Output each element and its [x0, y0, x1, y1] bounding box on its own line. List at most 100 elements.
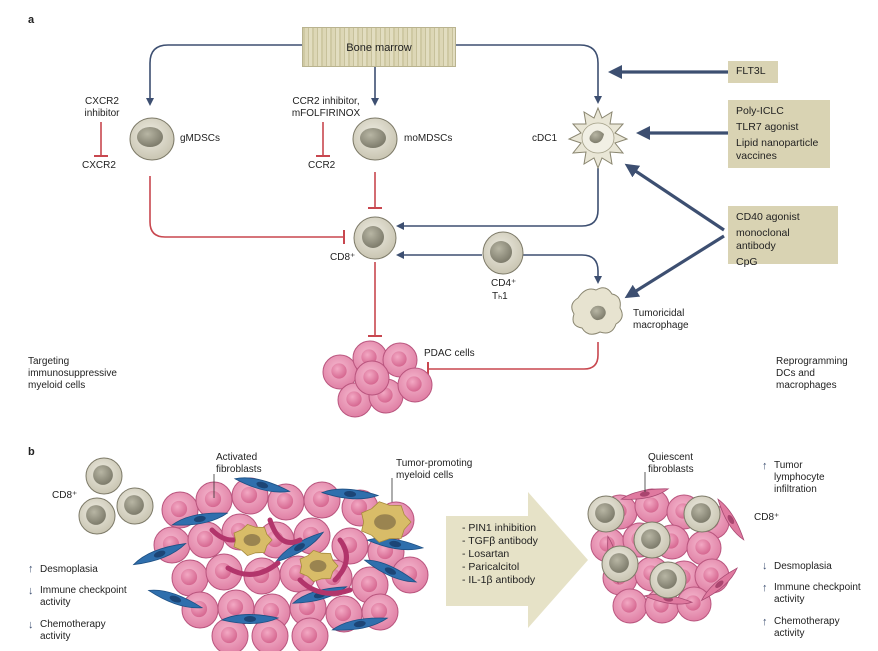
tumoricidal-macrophage-cell — [571, 287, 623, 335]
tumor-cell — [391, 556, 429, 594]
pdac-cell — [354, 360, 390, 396]
up-arrow-icon: ↑ — [762, 616, 768, 628]
cd8-t-cell — [633, 521, 671, 559]
cd8-t-cell — [78, 497, 116, 535]
panel-b-label: b — [28, 446, 35, 458]
left-caption: Targeting immunosuppressive myeloid cell… — [28, 356, 117, 391]
quiescent-fibroblast — [620, 488, 670, 500]
tlr7-agonist-label: TLR7 agonist — [736, 121, 799, 133]
cd40-agonist-box: CD40 agonist monoclonal antibody CpG — [728, 206, 838, 268]
left-indicator-chemotherapy: ↓Chemotherapy activity — [28, 619, 106, 642]
cpg-label: CpG — [736, 256, 758, 268]
monoclonal-antibody-label: monoclonal antibody — [736, 227, 790, 252]
tumor-promoting-myeloid-cell — [299, 549, 339, 583]
treatment-arrow — [446, 492, 588, 628]
activated-fibroblast — [363, 559, 418, 583]
activated-fibroblast — [274, 531, 325, 563]
pdac-label: PDAC cells — [424, 348, 475, 359]
pdac-cell — [382, 342, 418, 378]
cd4-label: CD4⁺ — [491, 278, 517, 289]
activated-fibroblast — [331, 617, 389, 631]
bone-marrow-box: Bone marrow — [302, 27, 456, 67]
treatment-list: - PIN1 inhibition - TGFβ antibody - Losa… — [462, 522, 538, 587]
inhibit-gmdsc-to-cd8 — [149, 176, 345, 244]
right-indicator-desmoplasia: ↓Desmoplasia — [762, 560, 832, 572]
left-indicator-desmoplasia: ↑Desmoplasia — [28, 563, 98, 575]
activation-arrows — [146, 44, 602, 284]
arrow-cd4-to-macrophage — [522, 254, 602, 284]
tumor-cell — [676, 586, 712, 622]
arrow-cd40-to-cdc1 — [624, 163, 725, 232]
down-arrow-icon: ↓ — [28, 585, 34, 597]
quiescent-tumor — [587, 488, 745, 624]
treatment-losartan: - Losartan — [462, 548, 510, 560]
up-arrow-icon: ↑ — [762, 460, 768, 472]
right-indicator-infiltration: ↑Tumor lymphocyte infiltration — [762, 460, 825, 495]
tumor-promoting-myeloid-cell — [361, 501, 412, 543]
quiescent-fibroblast — [700, 567, 738, 602]
activated-fibroblasts-label: Activated fibroblasts — [216, 452, 262, 475]
arrow-cd40-to-macrophage — [624, 234, 725, 299]
stroma-fiber — [267, 517, 303, 545]
tumor-cell — [257, 521, 295, 559]
tumor-cell — [181, 591, 219, 629]
flt3l-label: FLT3L — [736, 65, 766, 77]
gmdsc-label: gMDSCs — [180, 133, 221, 144]
activated-fibroblast — [233, 477, 291, 493]
cxcr2-label: CXCR2 — [82, 160, 116, 171]
momdsc-label: moMDSCs — [404, 133, 453, 144]
cd8-t-cell — [85, 457, 123, 495]
cd8-t-cell — [587, 495, 625, 533]
gmdsc-cell — [129, 117, 175, 161]
activated-fibroblast — [132, 542, 187, 566]
cd4-cell — [482, 231, 524, 275]
cd8-t-cell — [649, 561, 687, 599]
down-arrow-icon: ↓ — [762, 560, 768, 572]
callout-lines — [213, 472, 646, 502]
panel-a-label: a — [28, 14, 35, 26]
tumor-cell — [195, 481, 233, 519]
tumor-cell — [612, 588, 648, 624]
cd8-label: CD8⁺ — [330, 252, 356, 263]
tumor-promoting-label: Tumor-promoting myeloid cells — [396, 458, 473, 481]
cd8-right-label: CD8⁺ — [754, 512, 780, 523]
tumor-cell — [187, 521, 225, 559]
momdsc-cell — [352, 117, 398, 161]
inhibition-lines — [94, 122, 599, 376]
pdac-cell-cluster — [322, 340, 433, 418]
ccr2-inhibitor-label: CCR2 inhibitor, mFOLFIRINOX — [291, 96, 361, 119]
tumoricidal-macrophage-label: Tumoricidal macrophage — [633, 308, 689, 331]
tumor-cell — [331, 527, 369, 565]
lipid-nanoparticle-label: Lipid nanoparticle vaccines — [736, 137, 819, 162]
cd8-cell — [353, 216, 397, 260]
stroma-fiber — [332, 537, 349, 583]
th1-label: Tₕ1 — [492, 291, 508, 302]
dc-agonist-box: Poly-ICLC TLR7 agonist Lipid nanoparticl… — [728, 100, 830, 168]
tumor-cell — [211, 617, 249, 651]
up-arrow-icon: ↑ — [762, 582, 768, 594]
arrow-bm-to-gmdsc — [146, 44, 302, 106]
activated-fibroblast — [147, 589, 204, 609]
arrow-bm-to-cdc1 — [456, 44, 602, 104]
tumor-cell — [171, 559, 209, 597]
tumor-cell — [291, 617, 329, 651]
flt3l-box: FLT3L — [728, 61, 778, 83]
cd40-agonist-label: CD40 agonist — [736, 211, 800, 223]
cd8-t-cell — [683, 495, 721, 533]
stroma-fiber — [225, 560, 281, 577]
right-caption: Reprogramming DCs and macrophages — [776, 356, 848, 391]
right-indicator-chemotherapy: ↑Chemotherapy activity — [762, 616, 840, 639]
stroma-fiber — [297, 577, 353, 596]
desmoplastic-tumor — [132, 477, 429, 651]
arrow-cdc1-to-cd8 — [396, 168, 599, 230]
up-arrow-icon: ↑ — [28, 563, 34, 575]
left-indicator-checkpoint: ↓Immune checkpoint activity — [28, 585, 127, 608]
tumor-promoting-myeloid-cell — [233, 523, 273, 557]
activated-fibroblast — [220, 614, 280, 624]
treatment-il1b: - IL-1β antibody — [462, 574, 536, 586]
tumor-cell — [303, 481, 341, 519]
drug-arrows — [608, 65, 728, 299]
cxcr2-inhibitor-label: CXCR2 inhibitor — [84, 96, 120, 119]
inhibit-macrophage-to-pdac — [427, 342, 599, 376]
